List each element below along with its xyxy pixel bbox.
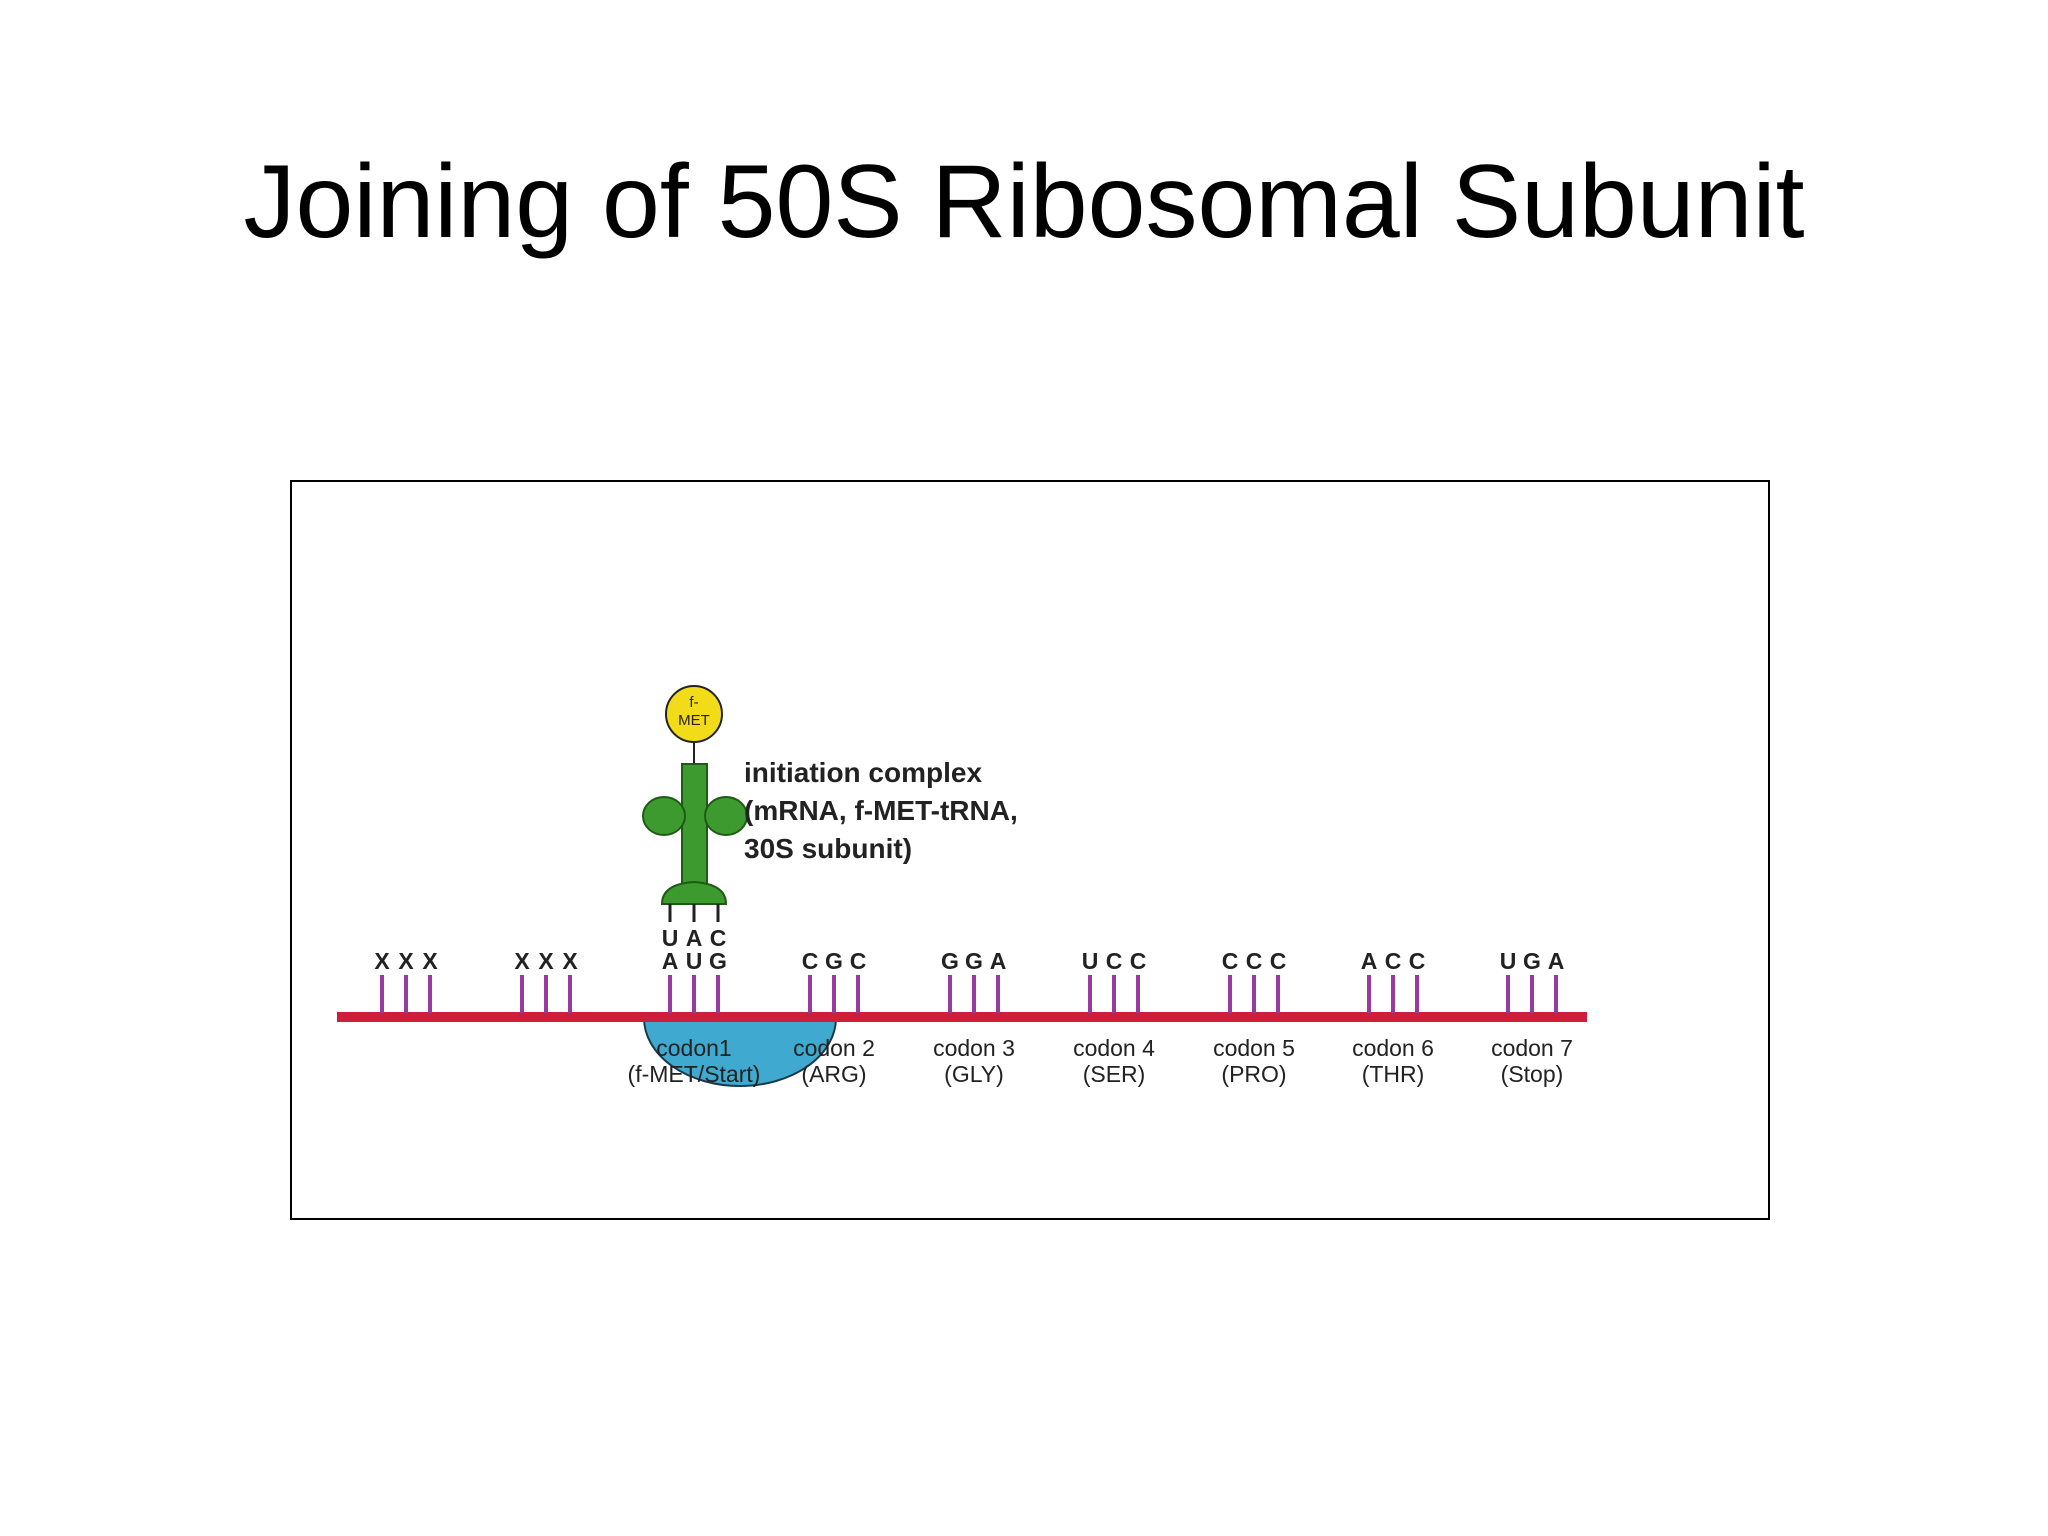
codon-3-base-2: G xyxy=(965,948,983,974)
codon-2-base-3: C xyxy=(850,948,867,974)
codon-4-name: codon 4 xyxy=(1073,1035,1155,1061)
codon-6-base-3: C xyxy=(1409,948,1426,974)
anticodon-base-3: C xyxy=(710,925,727,951)
diagram-frame: U A C f- MET initiation complex (mRNA, f… xyxy=(290,480,1770,1220)
codon-1-name: codon1 xyxy=(656,1035,731,1061)
codon-1-base-2: U xyxy=(686,948,703,974)
leader-triplet-1-base-3: X xyxy=(422,948,438,974)
leader-triplet-1-base-2: X xyxy=(398,948,414,974)
codon-3-amino-acid: (GLY) xyxy=(944,1061,1004,1087)
codon-6-base-1: A xyxy=(1361,948,1378,974)
codon-3-base-1: G xyxy=(941,948,959,974)
leader-triplet-1-base-1: X xyxy=(374,948,390,974)
trna-right-loop xyxy=(704,796,748,836)
translation-diagram: U A C f- MET initiation complex (mRNA, f… xyxy=(337,685,1587,1087)
codon-2-amino-acid: (ARG) xyxy=(801,1061,866,1087)
codon-4-base-1: U xyxy=(1082,948,1099,974)
codon-3-name: codon 3 xyxy=(933,1035,1015,1061)
codon-5-base-3: C xyxy=(1270,948,1287,974)
codon-7-name: codon 7 xyxy=(1491,1035,1573,1061)
codon-5-name: codon 5 xyxy=(1213,1035,1295,1061)
trna-f-met: U A C f- MET xyxy=(642,685,748,951)
codon-4-base-3: C xyxy=(1130,948,1147,974)
codon-6-base-2: C xyxy=(1385,948,1402,974)
complex-label-line1: initiation complex xyxy=(744,757,982,788)
slide-title: Joining of 50S Ribosomal Subunit xyxy=(243,144,1805,260)
codon-2-base-1: C xyxy=(802,948,819,974)
ribosome-30s-subunit xyxy=(642,1017,838,1087)
codon-2-name: codon 2 xyxy=(793,1035,875,1061)
complex-label-line2: (mRNA, f-MET-tRNA, xyxy=(744,795,1018,826)
anticodon-base-1: U xyxy=(662,925,679,951)
codon-4-amino-acid: (SER) xyxy=(1083,1061,1146,1087)
codon-5-amino-acid: (PRO) xyxy=(1221,1061,1286,1087)
met-label-line1: f- xyxy=(689,694,698,711)
leader-triplet-2-base-3: X xyxy=(562,948,578,974)
codon-1-amino-acid: (f-MET/Start) xyxy=(628,1061,761,1087)
codon-6-name: codon 6 xyxy=(1352,1035,1434,1061)
trna-anticodon-arm xyxy=(660,880,728,905)
codon-5-base-1: C xyxy=(1222,948,1239,974)
mrna-strand xyxy=(337,1012,1587,1022)
codon-6-amino-acid: (THR) xyxy=(1362,1061,1425,1087)
codon-1-base-1: A xyxy=(662,948,679,974)
codon-2-base-2: G xyxy=(825,948,843,974)
f-met-amino-acid xyxy=(665,685,723,743)
codon-7-base-3: A xyxy=(1548,948,1565,974)
codon-7-base-1: U xyxy=(1500,948,1517,974)
codon-1-base-3: G xyxy=(709,948,727,974)
leader-triplet-2-base-2: X xyxy=(538,948,554,974)
complex-label-line3: 30S subunit) xyxy=(744,833,912,864)
codon-7-base-2: G xyxy=(1523,948,1541,974)
trna-left-loop xyxy=(642,796,686,836)
codon-5-base-2: C xyxy=(1246,948,1263,974)
anticodon-base-2: A xyxy=(686,925,703,951)
codon-4-base-2: C xyxy=(1106,948,1123,974)
trna-body xyxy=(681,763,708,895)
leader-triplet-2-base-1: X xyxy=(514,948,530,974)
codon-3-base-3: A xyxy=(990,948,1007,974)
met-label-line2: MET xyxy=(678,712,710,729)
codon-7-amino-acid: (Stop) xyxy=(1501,1061,1564,1087)
